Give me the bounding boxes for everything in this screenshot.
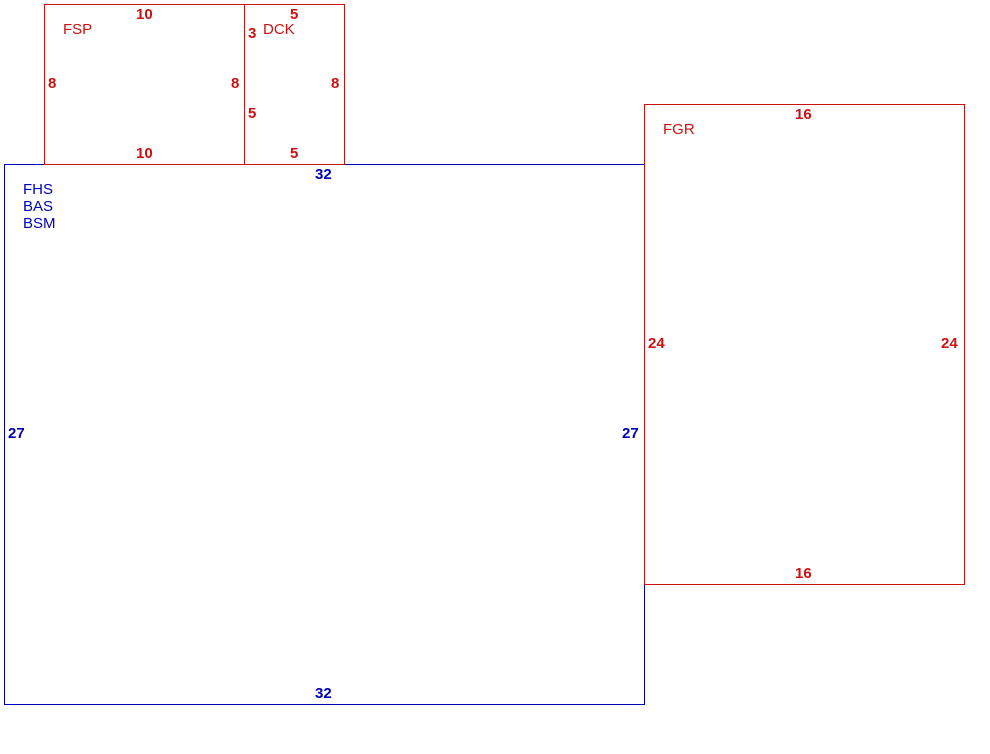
dck-top-dim: 5 [290,6,299,23]
main-code-label-2: BAS [23,198,54,215]
fsp-right-dim: 8 [231,75,240,92]
fgr-code-label: FGR [663,121,695,138]
dck-left-upper-dim: 3 [248,25,257,42]
fgr-right-dim: 24 [941,335,958,352]
dck-code-label: DCK [263,21,295,38]
main-top-dim: 32 [315,166,332,183]
main-right-dim: 27 [622,425,639,442]
fsp-top-dim: 10 [136,6,153,23]
dck-bottom-dim: 5 [290,145,299,162]
fgr-left-dim: 24 [648,335,665,352]
fsp-left-dim: 8 [48,75,57,92]
main-code-label-3: BSM [23,215,56,232]
fsp-bottom-dim: 10 [136,145,153,162]
main-living-area [4,164,645,705]
dck-left-lower-dim: 5 [248,105,257,122]
fsp-code-label: FSP [63,21,93,38]
fgr-top-dim: 16 [795,106,812,123]
main-left-dim: 27 [8,425,25,442]
main-bottom-dim: 32 [315,685,332,702]
fgr-bottom-dim: 16 [795,565,812,582]
fgr-area [644,104,965,585]
dck-area [244,4,345,165]
main-code-label-1: FHS [23,181,53,198]
dck-right-dim: 8 [331,75,340,92]
